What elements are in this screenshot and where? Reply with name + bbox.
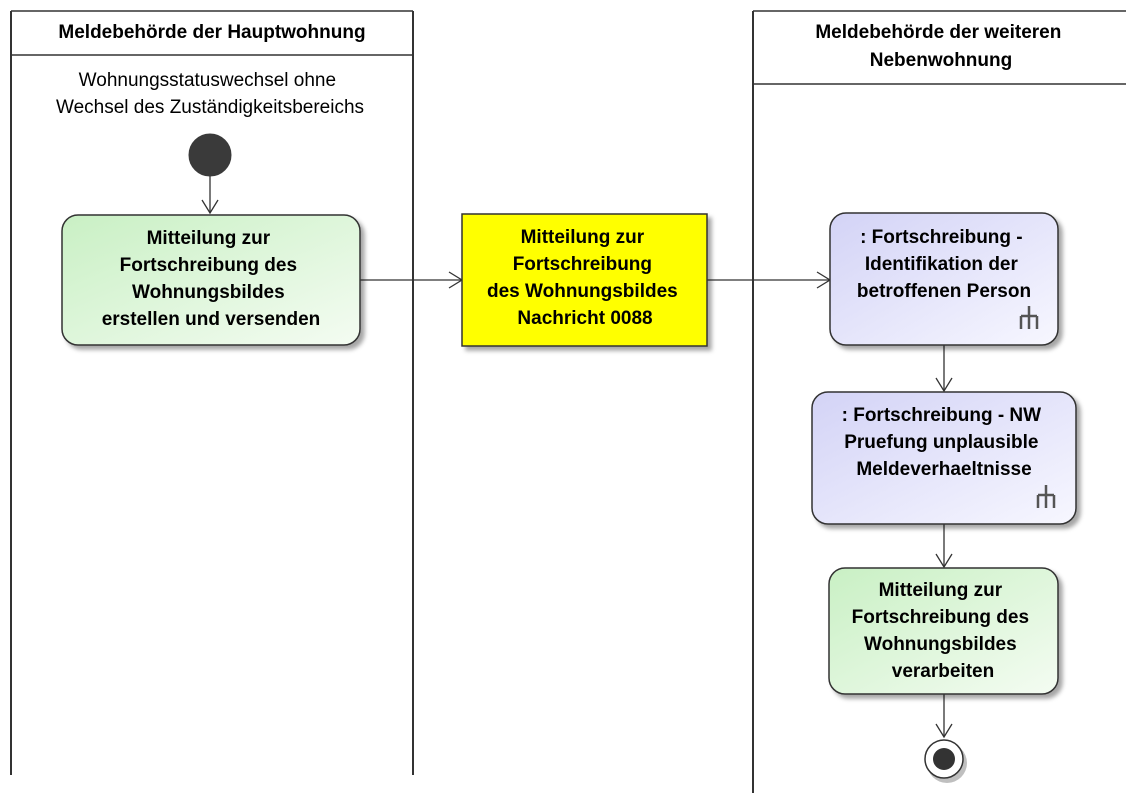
action-send-notification[interactable]: Mitteilung zur Fortschreibung des Wohnun… [61, 214, 361, 346]
swimlane-left-title: Meldebehörde der Hauptwohnung [58, 22, 365, 43]
call-identify-label: : Fortschreibung - Identifikation der be… [857, 227, 1031, 302]
arrowhead [935, 553, 953, 569]
arrowhead [201, 199, 219, 215]
action-process-notification[interactable]: Mitteilung zur Fortschreibung des Wohnun… [828, 567, 1059, 695]
swimlane-right: Meldebehörde der weiteren Nebenwohnung [752, 10, 1126, 793]
message-label: Mitteilung zur Fortschreibung des Wohnun… [487, 227, 683, 329]
swimlane-right-title: Meldebehörde der weiteren Nebenwohnung [815, 22, 1066, 71]
call-action-check-registrations[interactable]: : Fortschreibung - NW Pruefung unplausib… [811, 391, 1077, 525]
call-check-label: : Fortschreibung - NW Pruefung unplausib… [842, 405, 1047, 480]
action-process-label: Mitteilung zur Fortschreibung des Wohnun… [852, 580, 1035, 682]
arrowhead [935, 377, 953, 393]
start-note: Wohnungsstatuswechsel ohne Wechsel des Z… [56, 70, 364, 118]
action-send-label: Mitteilung zur Fortschreibung des Wohnun… [102, 228, 321, 330]
arrowhead [935, 723, 953, 739]
call-action-identify-person[interactable]: : Fortschreibung - Identifikation der be… [829, 212, 1059, 346]
rake-icon [1019, 306, 1039, 329]
message-object-node[interactable]: Mitteilung zur Fortschreibung des Wohnun… [461, 213, 708, 347]
rake-icon [1036, 485, 1056, 508]
final-node-icon [924, 739, 967, 783]
initial-node-icon [188, 133, 232, 177]
swimlane-left: Meldebehörde der Hauptwohnung [10, 10, 414, 775]
